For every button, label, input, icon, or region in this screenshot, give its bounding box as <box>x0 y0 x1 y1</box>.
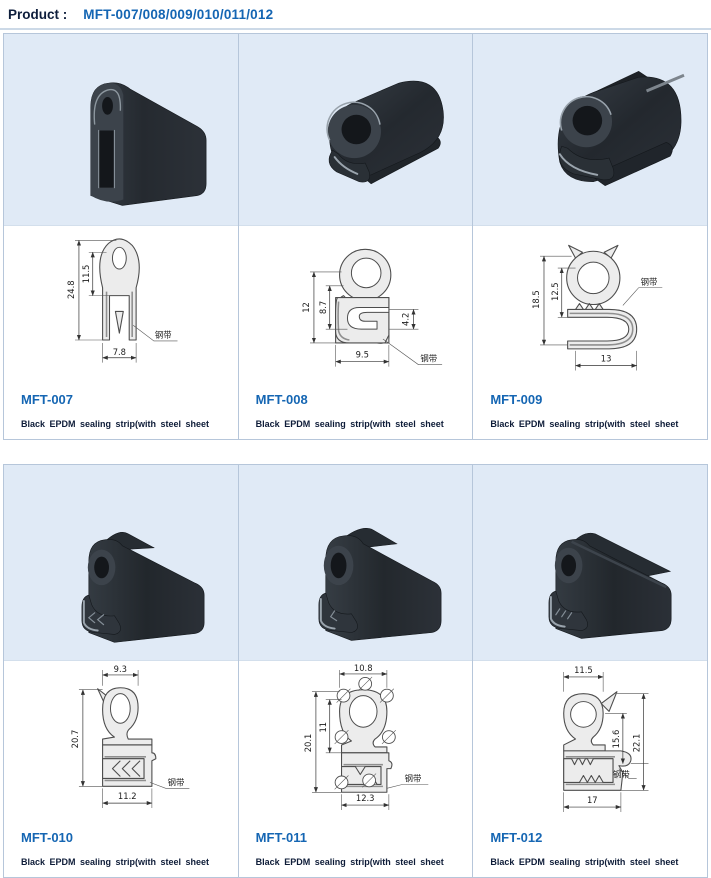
product-card-mft-009: 18.5 12.5 13 钢带 MFT-009 Black EPDM seali… <box>472 34 708 439</box>
product-description: Black EPDM sealing strip(with steel shee… <box>255 857 444 867</box>
dim-width: 11.2 <box>118 791 137 801</box>
dim-top-width: 10.8 <box>354 663 373 673</box>
dim-overall-height: 20.1 <box>303 734 313 753</box>
product-grid-top: 24.8 11.5 7.8 钢带 MFT-007 Black EPDM seal… <box>3 33 708 440</box>
technical-drawing-mft-007: 24.8 11.5 7.8 钢带 <box>4 226 238 383</box>
product-title: MFT-010 <box>21 830 74 845</box>
product-label: Product : <box>8 7 68 22</box>
product-card-mft-008: 12 8.7 4.2 9.5 钢带 MFT-008 Black EPDM sea… <box>237 34 473 439</box>
dim-width: 12.3 <box>356 793 375 803</box>
product-card-mft-007: 24.8 11.5 7.8 钢带 MFT-007 Black EPDM seal… <box>4 34 238 439</box>
dim-overall-height: 24.8 <box>66 280 76 299</box>
product-photo-mft-009 <box>473 34 708 226</box>
page-header: Product : MFT-007/008/009/010/011/012 <box>0 0 711 30</box>
dim-overall-height: 18.5 <box>531 290 541 309</box>
dim-overall-height: 22.1 <box>632 734 642 753</box>
dim-bulb-height: 12.5 <box>550 282 560 301</box>
dim-top-width: 11.5 <box>574 665 593 675</box>
product-title: MFT-012 <box>490 830 543 845</box>
product-photo-mft-012 <box>473 465 708 661</box>
product-photo-mft-011 <box>238 465 473 661</box>
product-card-mft-011: 10.8 20.1 11 12.3 钢带 MFT-011 Black EPDM … <box>237 465 473 877</box>
product-photo-mft-010 <box>4 465 238 661</box>
dim-inner-height: 15.6 <box>611 730 621 749</box>
dim-overall-height: 12 <box>301 302 311 313</box>
product-title: MFT-009 <box>490 392 543 407</box>
dim-width: 9.5 <box>355 350 368 360</box>
product-title: MFT-008 <box>255 392 308 407</box>
steel-band-label: 钢带 <box>613 769 630 779</box>
technical-drawing-mft-012: 11.5 15.6 22.1 17 钢带 <box>473 661 708 821</box>
dim-top-width: 9.3 <box>114 664 127 674</box>
steel-band-label: 钢带 <box>155 330 172 340</box>
product-description: Black EPDM sealing strip(with steel shee… <box>490 419 679 429</box>
product-codes: MFT-007/008/009/010/011/012 <box>83 7 274 22</box>
product-photo-mft-007 <box>4 34 238 226</box>
steel-band-label: 钢带 <box>420 354 437 364</box>
product-title: MFT-011 <box>255 830 307 845</box>
product-card-mft-012: 11.5 15.6 22.1 17 钢带 MFT-012 Black EPDM … <box>472 465 708 877</box>
technical-drawing-mft-008: 12 8.7 4.2 9.5 钢带 <box>238 226 473 383</box>
technical-drawing-mft-009: 18.5 12.5 13 钢带 <box>473 226 708 383</box>
product-description: Black EPDM sealing strip(with steel shee… <box>21 857 210 867</box>
dim-width: 13 <box>601 354 612 364</box>
product-title: MFT-007 <box>21 392 74 407</box>
dim-overall-height: 20.7 <box>70 730 80 749</box>
dim-lip-height: 4.2 <box>400 313 410 326</box>
steel-band-label: 钢带 <box>641 277 658 287</box>
product-description: Black EPDM sealing strip(with steel shee… <box>255 419 444 429</box>
product-description: Black EPDM sealing strip(with steel shee… <box>490 857 679 867</box>
dim-bulb-height: 11.5 <box>81 265 91 284</box>
dim-width: 7.8 <box>113 347 126 357</box>
steel-band-label: 钢带 <box>168 777 185 787</box>
technical-drawing-mft-011: 10.8 20.1 11 12.3 钢带 <box>238 661 473 821</box>
product-card-mft-010: 9.3 20.7 11.2 钢带 MFT-010 Black EPDM seal… <box>4 465 238 877</box>
dim-inner-height: 8.7 <box>317 301 327 314</box>
steel-band-label: 钢带 <box>404 773 421 783</box>
dim-bulb-height: 11 <box>317 722 327 733</box>
product-description: Black EPDM sealing strip(with steel shee… <box>21 419 210 429</box>
product-photo-mft-008 <box>238 34 473 226</box>
technical-drawing-mft-010: 9.3 20.7 11.2 钢带 <box>4 661 238 821</box>
product-grid-bottom: 9.3 20.7 11.2 钢带 MFT-010 Black EPDM seal… <box>3 464 708 878</box>
dim-width: 17 <box>587 795 598 805</box>
